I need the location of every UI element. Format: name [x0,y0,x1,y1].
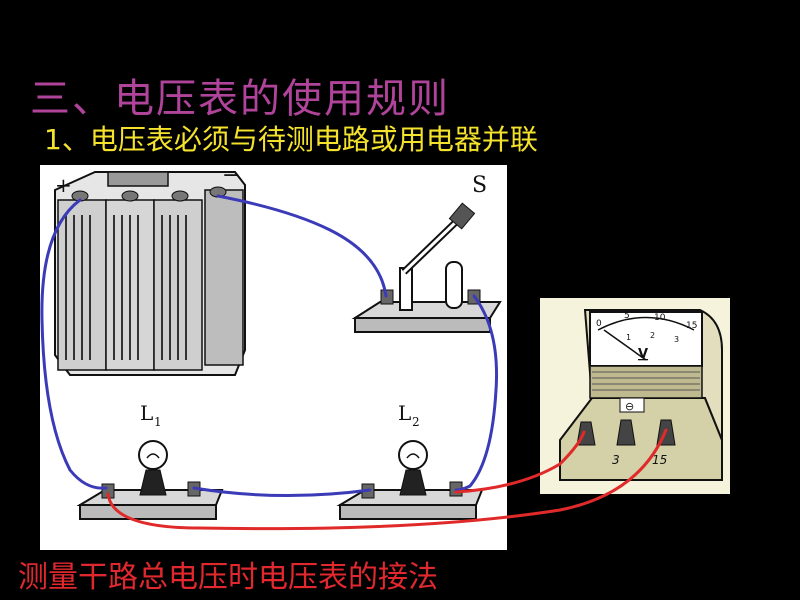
slide-title: 三、电压表的使用规则 [30,76,450,122]
lamp1-subscript: 1 [154,415,162,429]
lamp2-label: L [398,401,411,425]
meter-scale-0: 0 [596,319,602,329]
battery-plus-label: + [55,173,72,197]
circuit-wires [40,194,498,498]
meter-inner-scale-1: 1 [626,333,631,342]
voltmeter [559,309,723,481]
meter-minus-label: ⊖ [625,400,634,413]
switch-label: S [472,173,487,198]
diagram-caption: 测量干路总电压时电压表的接法 [18,560,438,595]
meter-terminal-3-label: 3 [612,453,620,467]
meter-terminal-15-label: 15 [652,453,667,467]
lamp-l1 [76,440,224,520]
lamp2-subscript: 2 [412,415,420,429]
meter-inner-scale-3: 3 [674,335,679,344]
voltmeter-wires [106,428,668,531]
meter-scale-10: 10 [654,313,666,323]
slide-subtitle: 1、电压表必须与待测电路或用电器并联 [44,123,538,156]
knife-switch [351,202,502,333]
battery-pack [54,171,246,376]
battery-minus-label: − [222,163,240,188]
meter-unit-label: V [638,347,648,362]
meter-scale-15: 15 [686,321,697,331]
meter-scale-5: 5 [624,311,630,321]
meter-inner-scale-2: 2 [650,331,655,340]
lamp-l2 [336,440,484,520]
lamp1-label: L [140,401,153,425]
